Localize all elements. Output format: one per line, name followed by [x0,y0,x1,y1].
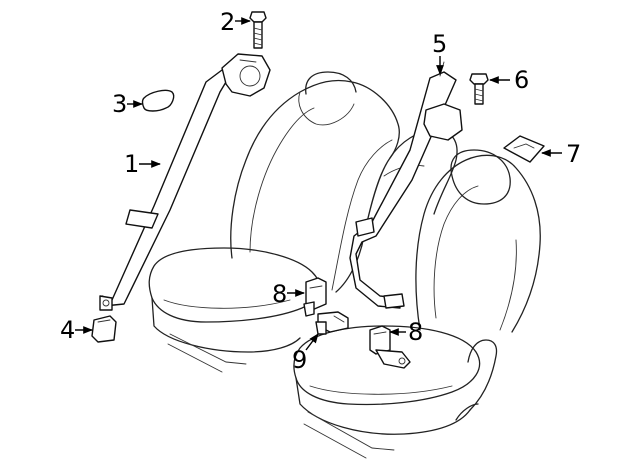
left-seat-cushion [148,247,321,323]
callout-8b: 8 [389,318,423,346]
part-9-buckle [315,311,349,335]
left-seatback [230,79,400,293]
part-8-buckle-right [369,325,411,369]
left-headrest [305,71,357,95]
part-2-bolt [249,11,267,49]
part-7-clip [503,135,545,163]
left-lower-anchor [99,295,113,311]
part-4-anchor-cover [91,315,117,343]
callout-5: 5 [432,30,447,75]
right-headrest [450,149,511,205]
right-seat-belt-assembly [349,61,463,309]
rear-seat-assembly [148,71,541,459]
part-8-buckle-left [303,277,327,317]
callout-7: 7 [541,140,581,168]
callout-3: 3 [112,90,143,118]
callout-8a-label: 8 [272,280,287,308]
callout-9: 9 [292,333,319,374]
part-3-cover [141,89,175,112]
callout-8a: 8 [272,280,305,308]
callout-2-label: 2 [220,8,235,36]
callout-4-label: 4 [60,316,75,344]
callout-4: 4 [60,316,93,344]
callout-7-label: 7 [566,140,581,168]
callout-6-label: 6 [514,66,529,94]
callout-8b-label: 8 [408,318,423,346]
callout-9-label: 9 [292,346,307,374]
right-retractor [423,103,463,141]
callout-1: 1 [124,150,161,178]
right-seatback [415,154,541,333]
callout-2: 2 [220,8,251,36]
left-seat-belt-assembly [99,53,271,311]
left-retractor [221,53,271,97]
callout-6: 6 [489,66,529,94]
callout-1-label: 1 [124,150,139,178]
part-6-bolt [469,73,489,105]
callout-5-label: 5 [432,30,447,58]
callout-3-label: 3 [112,90,127,118]
